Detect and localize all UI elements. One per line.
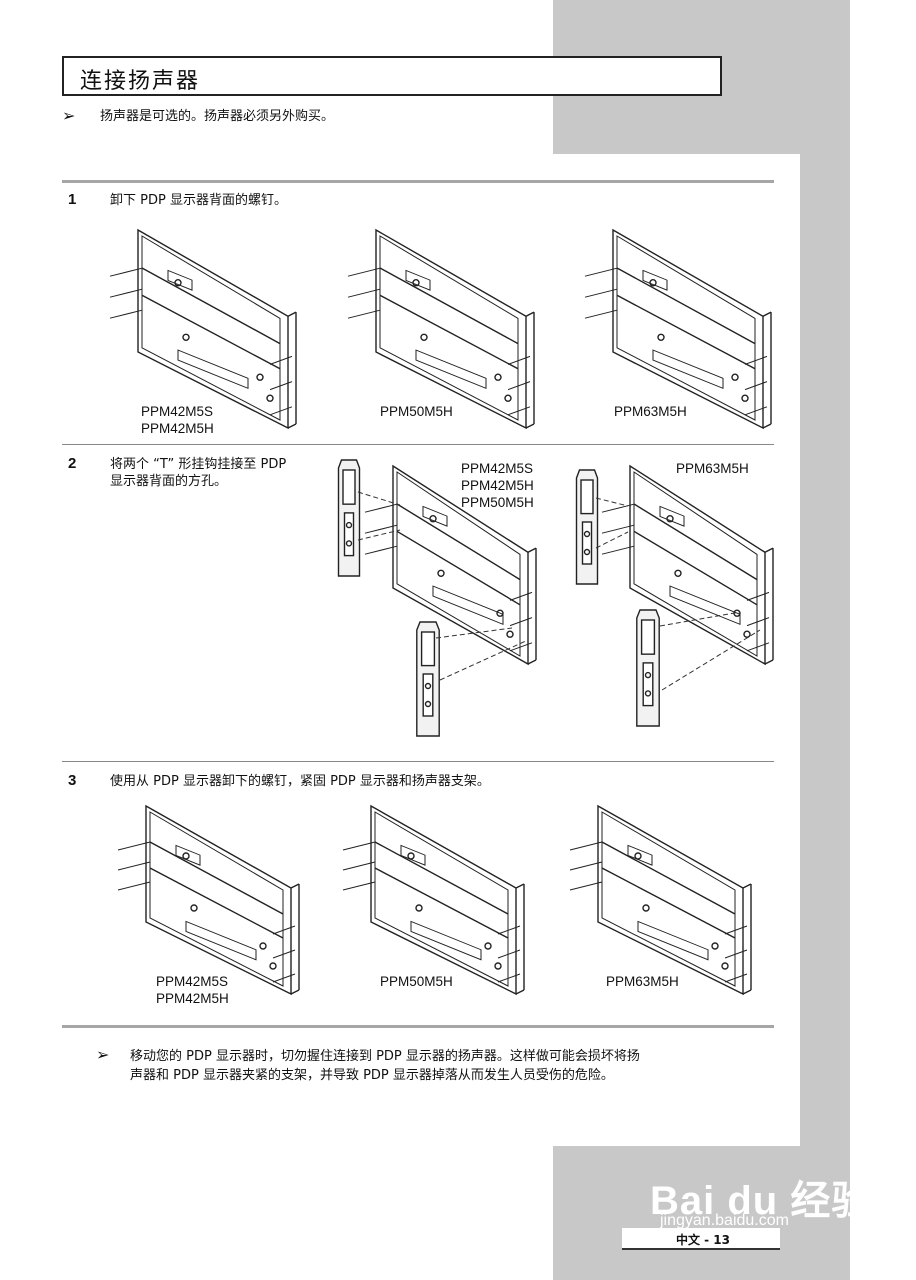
speaker-bracket-left-a [337,459,361,577]
panel-illustration-step3-b [342,804,525,996]
step-3-number: 3 [68,772,77,789]
model-label-step1-b: PPM50M5H [380,404,453,419]
divider-step3 [62,761,774,762]
divider-bottom [62,1025,774,1028]
right-gray-strip [800,0,850,1280]
panel-illustration-step3-c [569,804,752,996]
speaker-bracket-right-a [416,621,440,737]
model-label-step2-b: PPM63M5H [676,461,749,476]
page-number: 中文 - 13 [675,1233,730,1247]
section-title-box: 连接扬声器 [62,56,722,96]
divider-step2 [62,444,774,445]
model-label-step3-c: PPM63M5H [606,974,679,989]
model-label-step2-a: PPM42M5S PPM42M5H PPM50M5H [461,461,534,510]
panel-illustration-step1-c [584,228,772,430]
speaker-bracket-right-b [636,609,660,727]
panel-illustration-step2-b [601,464,774,666]
model-label-step1-c: PPM63M5H [614,404,687,419]
page-number-bar: 中文 - 13 [622,1228,780,1250]
step-2-number: 2 [68,455,77,472]
warning-text: 移动您的 PDP 显示器时，切勿握住连接到 PDP 显示器的扬声器。这样做可能会… [130,1049,640,1083]
arrow-pointer-icon: ➢ [96,1045,110,1064]
panel-illustration-step2-a [364,464,537,666]
model-label-step3-a: PPM42M5S PPM42M5H [156,974,229,1006]
step-3-text: 使用从 PDP 显示器卸下的螺钉，紧固 PDP 显示器和扬声器支架。 [110,774,490,789]
step-1-text: 卸下 PDP 显示器背面的螺钉。 [110,193,287,208]
bottom-right-gray-block [553,1146,850,1280]
arrow-pointer-icon: ➢ [62,106,76,125]
panel-illustration-step3-a [117,804,300,996]
divider-top [62,180,774,183]
model-label-step1-a: PPM42M5S PPM42M5H [141,404,214,436]
model-label-step3-b: PPM50M5H [380,974,453,989]
step-2-text: 将两个 “T” 形挂钩挂接至 PDP 显示器背面的方孔。 [110,457,287,489]
panel-illustration-step1-a [109,228,297,430]
step-1-number: 1 [68,191,77,208]
watermark-brand: Bai du 经验 [650,1179,873,1223]
watermark-url: jingyan.baidu.com [660,1212,789,1229]
page-title: 连接扬声器 [80,69,201,94]
intro-note: 扬声器是可选的。扬声器必须另外购买。 [100,109,335,124]
panel-illustration-step1-b [347,228,535,430]
speaker-bracket-left-b [575,469,599,585]
